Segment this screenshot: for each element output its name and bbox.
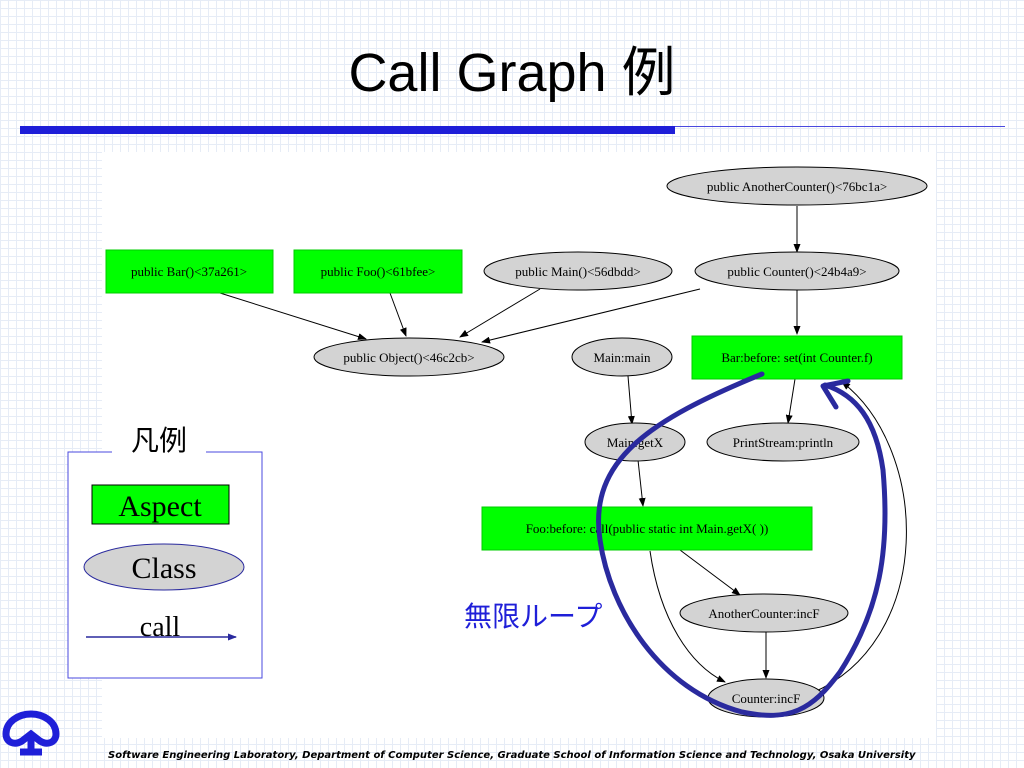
edge-getx-to-foobefore xyxy=(637,459,646,507)
edge-counterincf-to-barbefore xyxy=(811,381,907,694)
node-label: public AnotherCounter()<76bc1a> xyxy=(707,179,887,194)
edge-mainmain-to-getx xyxy=(627,375,635,425)
legend-aspect-label: Aspect xyxy=(118,490,202,523)
slide-footer: Software Engineering Laboratory, Departm… xyxy=(108,750,916,761)
node-counter-ctor: public Counter()<24b4a9> xyxy=(694,251,900,291)
title-rule-thin xyxy=(675,126,1005,127)
node-label: Main:main xyxy=(593,350,651,365)
legend: Aspect Class call xyxy=(67,451,263,679)
node-bar-before-set: Bar:before: set(int Counter.f) xyxy=(691,335,903,380)
node-foo-before-call: Foo:before: call(public static int Main.… xyxy=(481,506,813,551)
slide-title: Call Graph 例 xyxy=(348,43,676,103)
node-another-counter-ctor: public AnotherCounter()<76bc1a> xyxy=(666,166,928,206)
osaka-university-logo-icon xyxy=(2,710,60,756)
legend-class-label: Class xyxy=(131,552,196,585)
infinite-loop-label: 無限ループ xyxy=(464,600,602,633)
infinite-loop-arrow xyxy=(596,371,888,718)
edge-barbefore-to-println xyxy=(785,378,796,424)
title-rule xyxy=(20,126,675,134)
node-foo-ctor: public Foo()<61bfee> xyxy=(293,249,463,294)
node-main-ctor: public Main()<56dbdd> xyxy=(483,251,673,291)
legend-call-label: call xyxy=(140,612,181,643)
node-printstream-println: PrintStream:println xyxy=(706,422,860,462)
node-label: public Main()<56dbdd> xyxy=(515,264,641,279)
call-edges xyxy=(219,206,907,694)
edge-foobefore-to-counterincf xyxy=(649,550,726,683)
legend-aspect-swatch xyxy=(91,484,230,525)
node-label: AnotherCounter:incF xyxy=(708,606,819,621)
node-object-ctor: public Object()<46c2cb> xyxy=(313,337,505,377)
edge-foobefore-to-anothercounter xyxy=(679,549,741,596)
edge-counter-to-object xyxy=(481,288,701,344)
node-label: public Foo()<61bfee> xyxy=(321,264,436,279)
infinite-loop-arrowhead xyxy=(820,378,851,410)
node-label: PrintStream:println xyxy=(733,435,834,450)
node-label: public Object()<46c2cb> xyxy=(343,350,474,365)
node-bar-ctor: public Bar()<37a261> xyxy=(105,249,274,294)
node-anothercounter-incf: AnotherCounter:incF xyxy=(679,593,849,633)
node-label: public Bar()<37a261> xyxy=(131,264,247,279)
node-label: Counter:incF xyxy=(732,691,801,706)
edge-bar-to-object xyxy=(219,292,367,340)
edge-foo-to-object xyxy=(389,292,407,337)
node-label: Foo:before: call(public static int Main.… xyxy=(526,521,769,536)
edge-main-to-object xyxy=(459,288,541,338)
legend-title: 凡例 xyxy=(112,423,206,459)
node-label: Bar:before: set(int Counter.f) xyxy=(721,350,872,365)
legend-class-swatch xyxy=(83,543,245,591)
node-counter-incf: Counter:incF xyxy=(707,678,825,718)
node-label: public Counter()<24b4a9> xyxy=(727,264,866,279)
node-main-main: Main:main xyxy=(571,337,673,377)
